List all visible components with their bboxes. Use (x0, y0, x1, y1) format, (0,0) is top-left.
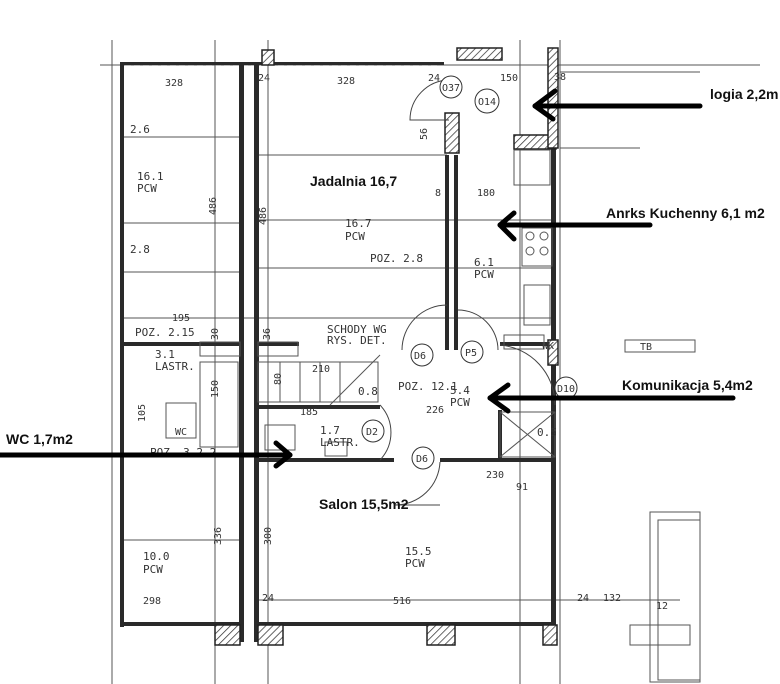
annotation-logia: logia 2,2m (710, 86, 778, 102)
room-area: 0.8 (358, 385, 378, 398)
kitchen-arrow-icon (497, 210, 517, 242)
dimension: 328 (337, 76, 355, 87)
dimension: 105 (137, 404, 148, 422)
wc-label: WC (175, 427, 187, 438)
room-area: 16.7 (345, 217, 372, 230)
stairs-note: SCHODY WG (327, 323, 387, 336)
door-tag-label: D10 (557, 384, 575, 395)
room-poz: POZ. 2.8 (370, 252, 423, 265)
wk-label: WK (542, 341, 554, 352)
tb-label: TB (640, 342, 652, 353)
room-area: 1.7 (320, 424, 340, 437)
annotation-corridor: Komunikacja 5,4m2 (622, 377, 753, 393)
dimension: 91 (516, 482, 528, 493)
wc-arrow-icon (273, 440, 293, 469)
poz-note: 2.8 (130, 243, 150, 256)
room-area: 16.1 (137, 170, 164, 183)
dimension: 328 (165, 78, 183, 89)
dimension: 24 (577, 593, 589, 604)
annotation-dining: Jadalnia 16,7 (310, 173, 397, 189)
dimension: 56 (419, 128, 430, 140)
dimension: 226 (426, 405, 444, 416)
dimension: 24 (262, 593, 274, 604)
fixtures (165, 149, 701, 683)
window-tag-label: O37 (442, 83, 460, 94)
dimension: 80 (273, 373, 284, 385)
annotation-salon: Salon 15,5m2 (319, 496, 409, 512)
dimensions: 328 328 486 486 195 150 150 180 24 24 24… (137, 72, 668, 612)
dimension: 486 (258, 207, 269, 225)
dimension: 195 (172, 313, 190, 324)
room-floor: PCW (450, 396, 470, 409)
dimension: 24 (258, 73, 270, 84)
sink-icon (523, 284, 551, 326)
annotation-wc: WC 1,7m2 (6, 431, 73, 447)
dimension: 150 (500, 73, 518, 84)
dimension: 12 (656, 601, 668, 612)
room-area: 10.0 (143, 550, 170, 563)
dimension: 210 (312, 364, 330, 375)
dimension: 30 (210, 328, 221, 340)
annotation-arrows (0, 88, 736, 469)
dimension: 24 (428, 73, 440, 84)
dimension: 336 (213, 527, 224, 545)
dimension: 300 (263, 527, 274, 545)
doors (379, 79, 556, 506)
room-floor: LASTR. (320, 436, 360, 449)
dimension: 132 (603, 593, 621, 604)
dimension: 486 (208, 197, 219, 215)
door-tags: D6 P5 D2 D6 D10 O14 O37 WC TB WK (175, 75, 652, 470)
room-area: 6.1 (474, 256, 494, 269)
room-area: 15.5 (405, 545, 432, 558)
walls (120, 47, 559, 646)
stove-icon (521, 227, 553, 267)
room-floor: PCW (345, 230, 365, 243)
door-tag-label: D6 (416, 454, 428, 465)
dimension: 298 (143, 596, 161, 607)
stairs-icon (257, 361, 379, 403)
door-tag-label: D2 (366, 427, 378, 438)
room-floor: LASTR. (155, 360, 195, 373)
door-tag-label: P5 (465, 348, 477, 359)
dimension: 516 (393, 596, 411, 607)
room-area: 0.5 (537, 426, 557, 439)
logia-arrow-icon (532, 88, 558, 122)
corridor-arrow-icon (487, 382, 511, 414)
dimension: 230 (486, 470, 504, 481)
dimension: 150 (210, 380, 221, 398)
room-floor: PCW (405, 557, 425, 570)
dimension: 185 (300, 407, 318, 418)
room-area: 5.4 (450, 384, 470, 397)
dimension: 8 (435, 188, 441, 199)
toilet-icon (165, 402, 197, 439)
annotation-kitchen: Anrks Kuchenny 6,1 m2 (606, 205, 765, 221)
room-floor: PCW (143, 563, 163, 576)
room-area: 3.1 (155, 348, 175, 361)
room-labels: 16.1 PCW 16.7 PCW POZ. 2.8 6.1 PCW 3.1 L… (130, 123, 557, 576)
room-poz: POZ. 12.1 (398, 380, 458, 393)
window-tag-label: O14 (478, 97, 496, 108)
room-floor: PCW (474, 268, 494, 281)
door-tag-d6a (410, 343, 434, 367)
door-tag-label: D6 (414, 351, 426, 362)
dimension: 38 (554, 72, 566, 83)
room-floor: PCW (137, 182, 157, 195)
dimension: 180 (477, 188, 495, 199)
poz-note: 2.6 (130, 123, 150, 136)
stairs-note: RYS. DET. (327, 334, 387, 347)
dimension: 36 (262, 328, 273, 340)
poz-note: POZ. 2.15 (135, 326, 195, 339)
